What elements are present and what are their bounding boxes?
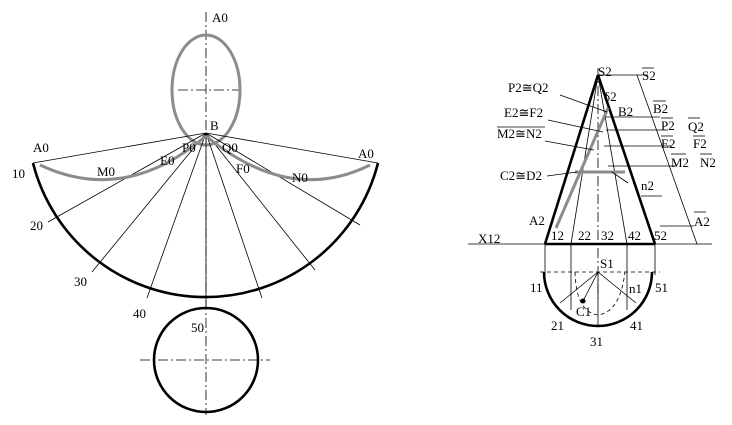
label-52: 52 <box>654 228 667 243</box>
label-b2: B2 <box>618 104 633 119</box>
front-projection: S2 S2 P2≅Q2 δ2 B2 B2 E2≅F2 P2 Q2 M2≅N2 E… <box>468 64 716 300</box>
label-b2-bar: B2 <box>653 101 668 116</box>
label-a0-top: A0 <box>212 10 228 25</box>
label-e2f2: E2≅F2 <box>504 105 543 120</box>
label-n1: n1 <box>629 281 642 296</box>
label-a0-left: A0 <box>33 140 49 155</box>
label-m0: M0 <box>97 164 115 179</box>
label-11: 11 <box>530 280 543 295</box>
label-42: 42 <box>628 228 641 243</box>
label-e0: E0 <box>160 153 174 168</box>
label-p2-bar: P2 <box>661 118 675 133</box>
label-20: 20 <box>30 218 43 233</box>
label-s2: S2 <box>598 64 612 79</box>
label-30: 30 <box>74 274 87 289</box>
top-section-curve <box>574 271 626 316</box>
label-q2-bar: Q2 <box>688 119 704 134</box>
plane-boundary <box>636 74 698 245</box>
label-21: 21 <box>551 318 564 333</box>
label-x12: X12 <box>478 231 500 246</box>
label-f0: F0 <box>236 161 250 176</box>
label-32: 32 <box>601 228 614 243</box>
label-a2: A2 <box>529 213 545 228</box>
cone-development: A0 B A0 A0 P0 Q0 M0 E0 F0 N0 10 20 30 40… <box>12 10 380 415</box>
label-e2-bar: E2 <box>661 136 675 151</box>
label-50: 50 <box>191 320 204 335</box>
label-q0: Q0 <box>222 140 238 155</box>
label-n0: N0 <box>292 170 308 185</box>
label-b: B <box>210 118 219 133</box>
gray-curve-right <box>205 134 371 182</box>
label-s2-bar: S2 <box>642 68 656 83</box>
development-outer-arc <box>31 162 380 299</box>
base-circle <box>152 306 260 414</box>
label-m2n2: M2≅N2 <box>497 126 542 141</box>
label-22: 22 <box>578 228 591 243</box>
label-c2d2: C2≅D2 <box>500 168 542 183</box>
label-31: 31 <box>590 334 603 349</box>
label-40: 40 <box>133 306 146 321</box>
cone-right-generator <box>596 74 657 245</box>
label-a2-bar: A2 <box>694 214 710 229</box>
label-10: 10 <box>12 166 25 181</box>
label-p0: P0 <box>182 140 196 155</box>
label-f2-bar: F2 <box>693 136 707 151</box>
label-n2: n2 <box>641 178 654 193</box>
top-projection: S1 11 51 n1 C1 21 41 31 <box>530 244 668 349</box>
label-n2-bar: N2 <box>700 155 716 170</box>
label-41: 41 <box>630 318 643 333</box>
label-12: 12 <box>551 228 564 243</box>
label-51: 51 <box>655 280 668 295</box>
label-c1: C1 <box>576 304 591 319</box>
point-c1 <box>580 298 586 304</box>
label-delta: δ2 <box>604 89 617 104</box>
label-a0-right: A0 <box>358 146 374 161</box>
cutting-plane-trace <box>554 107 610 229</box>
label-p2q2: P2≅Q2 <box>508 80 549 95</box>
gray-curve-left <box>39 134 207 182</box>
cone-left-generator <box>543 74 600 245</box>
label-s1: S1 <box>600 256 614 271</box>
label-m2: M2 <box>671 155 689 170</box>
